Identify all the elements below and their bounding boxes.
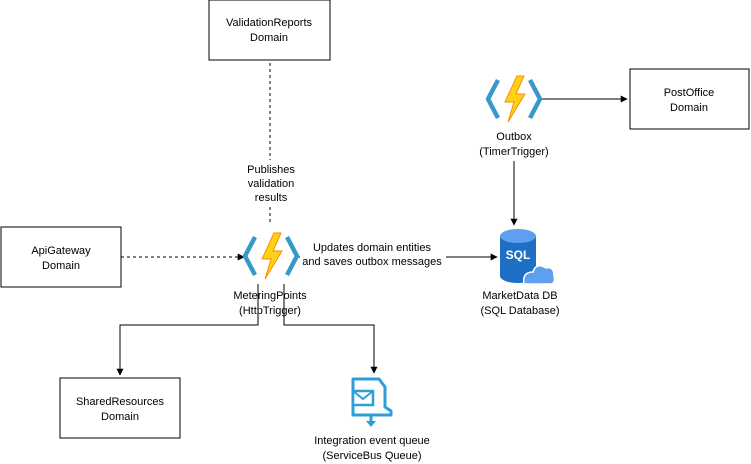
azure-function-icon <box>485 75 543 123</box>
shared-resources-line1: SharedResources <box>76 396 165 408</box>
publishes-label-line2: validation <box>248 178 294 190</box>
publishes-label-line1: Publishes <box>247 164 295 176</box>
publishes-label-line3: results <box>255 192 288 204</box>
api-gateway-line1: ApiGateway <box>31 245 91 257</box>
market-data-db-line1: MarketData DB <box>482 290 557 302</box>
post-office-line2: Domain <box>670 102 708 114</box>
service-bus-queue-icon <box>351 377 393 427</box>
shared-resources-node[interactable]: SharedResources Domain <box>59 377 181 439</box>
integration-queue-line2: (ServiceBus Queue) <box>322 450 421 462</box>
integration-queue-line1: Integration event queue <box>314 435 430 447</box>
metering-points-node[interactable]: MeteringPoints (HttpTrigger) <box>233 232 307 317</box>
sql-icon-text: SQL <box>506 248 531 262</box>
metering-points-line1: MeteringPoints <box>233 290 307 302</box>
validation-reports-line1: ValidationReports <box>226 17 313 29</box>
api-gateway-line2: Domain <box>42 260 80 272</box>
updates-label-line2: and saves outbox messages <box>302 256 442 268</box>
shared-resources-line2: Domain <box>101 411 139 423</box>
edge-metering-to-sharedresources <box>116 284 259 376</box>
updates-label-line1: Updates domain entities <box>313 242 432 254</box>
market-data-db-node[interactable]: SQL MarketData DB (SQL Database) <box>480 229 560 317</box>
outbox-line1: Outbox <box>496 131 532 143</box>
metering-points-line2: (HttpTrigger) <box>239 305 301 317</box>
api-gateway-node[interactable]: ApiGateway Domain <box>0 226 122 288</box>
outbox-node[interactable]: Outbox (TimerTrigger) <box>479 75 549 158</box>
sql-database-icon: SQL <box>500 229 556 285</box>
market-data-db-line2: (SQL Database) <box>480 305 559 317</box>
post-office-line1: PostOffice <box>664 87 715 99</box>
edge-metering-to-queue <box>283 284 378 374</box>
validation-reports-node[interactable]: ValidationReports Domain <box>208 0 331 61</box>
azure-function-icon <box>242 232 300 280</box>
publishes-label-bg <box>244 160 298 204</box>
outbox-line2: (TimerTrigger) <box>479 146 548 158</box>
validation-reports-line2: Domain <box>250 32 288 44</box>
post-office-node[interactable]: PostOffice Domain <box>629 68 750 130</box>
integration-queue-node[interactable]: Integration event queue (ServiceBus Queu… <box>314 377 430 462</box>
updates-label-bg <box>300 240 446 270</box>
